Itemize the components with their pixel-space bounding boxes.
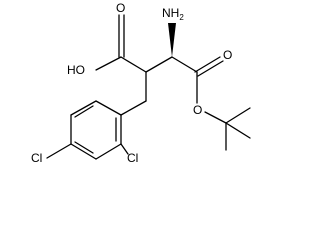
bond-c4-o-double-b [197,60,224,77]
bond-c2-c1 [120,56,147,73]
ester-oxygen-label: O [193,103,202,117]
bond-tbu-me-top [225,107,251,124]
amine-label: NH2 [162,6,184,22]
ring-bond-3 [70,143,97,160]
bond-c4-o-double-a [194,56,221,73]
ring-inner-bond-c [74,105,94,118]
chloro-left-label: Cl [31,151,42,165]
ring-inner-bond-b [74,141,94,154]
structure-diagram: HO O NH2 O O Cl Cl [31,1,251,165]
bond-c3-n-wedge [168,23,176,57]
amine-text: NH [162,6,179,20]
bond-c3-c4 [171,56,198,73]
bond-c-cl-left [46,143,72,159]
ester-carbonyl-oxygen-label: O [223,48,232,62]
amine-subscript: 2 [179,13,184,22]
ring-bond-2 [95,143,122,160]
ring-bond-6 [95,100,122,116]
bond-c2-c3 [145,56,173,73]
bond-c-cl-right [120,143,129,155]
hydroxyl-label: HO [67,63,85,77]
carboxyl-oxygen-label: O [116,1,125,15]
bond-o-tbu [204,111,227,124]
bond-ch2-ring [120,100,147,116]
bond-c1-oh [95,56,122,71]
chloro-right-label: Cl [127,151,138,165]
ring-bond-5 [70,100,97,116]
bond-tbu-me-right [225,122,251,139]
